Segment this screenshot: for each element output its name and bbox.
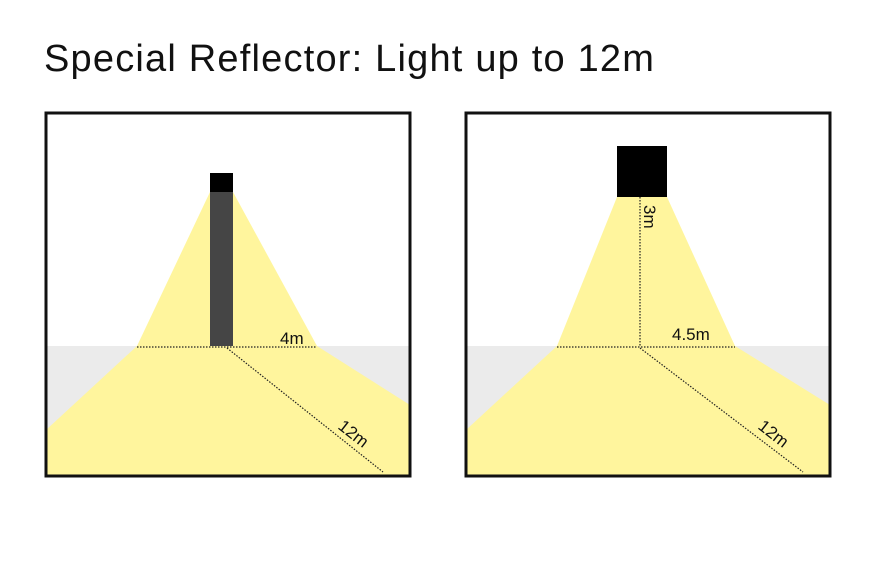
height-label: 3m <box>640 205 659 229</box>
panel-border <box>464 111 832 478</box>
pole <box>210 192 233 346</box>
light-fixture <box>617 146 667 197</box>
reach-dimension-line <box>226 347 384 473</box>
width-label: 4m <box>280 329 304 348</box>
panel-wall-light: 3m 4.5m 12m <box>464 111 832 478</box>
panel-border <box>44 111 412 478</box>
reach-dimension-line <box>639 347 804 473</box>
light-fixture-head <box>210 173 233 192</box>
width-label: 4.5m <box>672 325 710 344</box>
ground-light-area <box>466 346 830 476</box>
diagram-title: Special Reflector: Light up to 12m <box>44 38 656 80</box>
panel-pole-light: 4m 12m <box>44 111 412 478</box>
ground-light-area <box>46 346 410 476</box>
upper-light-cone <box>557 197 735 346</box>
